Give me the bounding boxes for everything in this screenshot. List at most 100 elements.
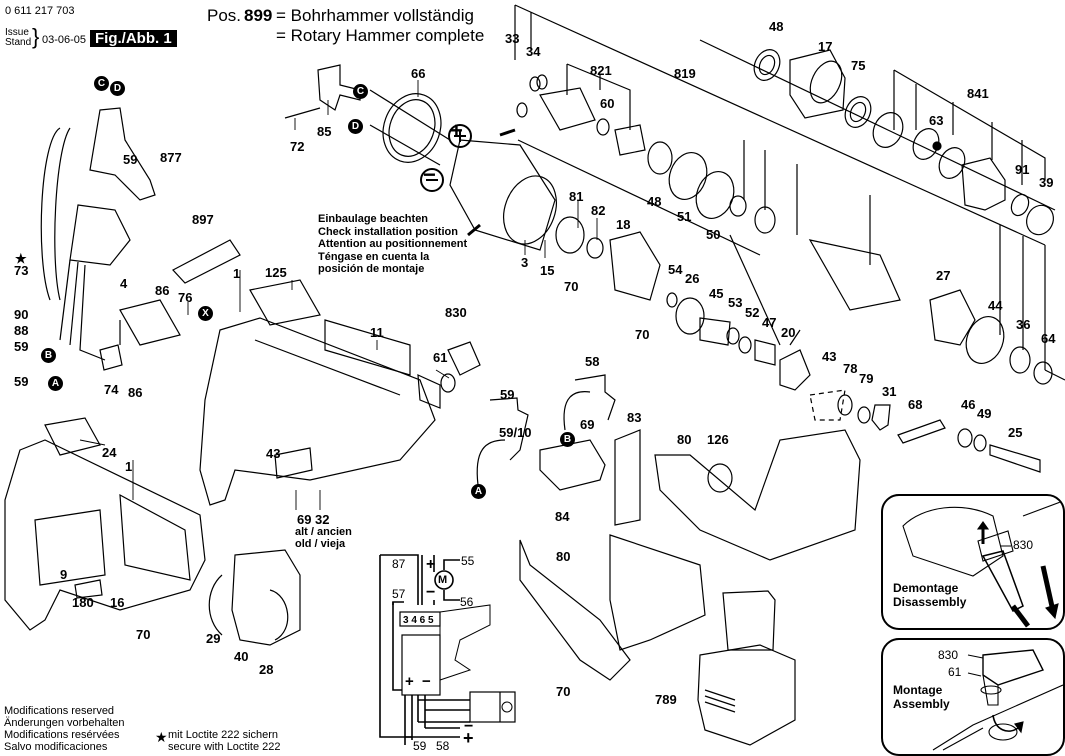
connector-a-marker: A <box>471 484 486 499</box>
callout-61[interactable]: 61 <box>433 350 448 365</box>
callout-126[interactable]: 126 <box>707 432 729 447</box>
callout-54[interactable]: 54 <box>668 262 683 277</box>
wire-56-label: 56 <box>460 595 474 609</box>
callout-80[interactable]: 80 <box>677 432 692 447</box>
callout-31[interactable]: 31 <box>882 384 897 399</box>
switch-plus-icon: + <box>405 673 414 690</box>
connector-x-marker: X <box>198 306 213 321</box>
callout-34[interactable]: 34 <box>526 44 541 59</box>
callout-86[interactable]: 86 <box>128 385 143 400</box>
callout-73[interactable]: 73 <box>14 263 29 278</box>
callout-85[interactable]: 85 <box>317 124 332 139</box>
callout-59[interactable]: 59 <box>500 387 515 402</box>
callout-66[interactable]: 66 <box>411 66 426 81</box>
callout-18[interactable]: 18 <box>616 217 631 232</box>
assembly-part-830: 830 <box>938 648 959 662</box>
callout-36[interactable]: 36 <box>1016 317 1031 332</box>
callout-819[interactable]: 819 <box>674 66 696 81</box>
callout-86[interactable]: 86 <box>155 283 170 298</box>
callout-84[interactable]: 84 <box>555 509 570 524</box>
callout-90[interactable]: 90 <box>14 307 29 322</box>
callout-1[interactable]: 1 <box>125 459 133 474</box>
callout-43[interactable]: 43 <box>266 446 281 461</box>
callout-50[interactable]: 50 <box>706 227 721 242</box>
old-part-note: old / vieja <box>295 538 346 550</box>
callout-45[interactable]: 45 <box>709 286 724 301</box>
callout-32[interactable]: 32 <box>315 512 330 527</box>
callout-70[interactable]: 70 <box>136 627 151 642</box>
callout-180[interactable]: 180 <box>72 595 94 610</box>
callout-29[interactable]: 29 <box>206 631 221 646</box>
callout-33[interactable]: 33 <box>505 31 520 46</box>
assembly-label-en: Assembly <box>893 697 950 711</box>
callout-68[interactable]: 68 <box>908 397 923 412</box>
callout-28[interactable]: 28 <box>259 662 274 677</box>
callout-821[interactable]: 821 <box>590 63 612 78</box>
callout-74[interactable]: 74 <box>104 382 119 397</box>
callout-24[interactable]: 24 <box>102 445 117 460</box>
callout-69[interactable]: 69 <box>297 512 312 527</box>
switch-minus-icon: − <box>422 673 431 690</box>
callout-78[interactable]: 78 <box>843 361 858 376</box>
callout-841[interactable]: 841 <box>967 86 989 101</box>
callout-59-10[interactable]: 59/10 <box>499 425 532 440</box>
callout-9[interactable]: 9 <box>60 567 68 582</box>
callout-47[interactable]: 47 <box>762 315 777 330</box>
gear-parts <box>555 216 1041 473</box>
callout-75[interactable]: 75 <box>851 58 866 73</box>
callout-59[interactable]: 59 <box>14 339 29 354</box>
callout-49[interactable]: 49 <box>977 406 992 421</box>
callout-20[interactable]: 20 <box>781 325 796 340</box>
footer-line: Salvo modificaciones <box>4 741 108 753</box>
callout-789[interactable]: 789 <box>655 692 677 707</box>
callout-70[interactable]: 70 <box>556 684 571 699</box>
callout-26[interactable]: 26 <box>685 271 700 286</box>
callout-69[interactable]: 69 <box>580 417 595 432</box>
callout-15[interactable]: 15 <box>540 263 555 278</box>
callout-48[interactable]: 48 <box>647 194 662 209</box>
callout-44[interactable]: 44 <box>988 298 1003 313</box>
callout-59[interactable]: 59 <box>14 374 29 389</box>
motor-plus-icon: + <box>426 556 436 573</box>
callout-43[interactable]: 43 <box>822 349 837 364</box>
callout-48[interactable]: 48 <box>769 19 784 34</box>
callout-46[interactable]: 46 <box>961 397 976 412</box>
callout-11[interactable]: 11 <box>370 325 384 340</box>
callout-79[interactable]: 79 <box>859 371 874 386</box>
callout-58[interactable]: 58 <box>585 354 600 369</box>
callout-125[interactable]: 125 <box>265 265 287 280</box>
callout-51[interactable]: 51 <box>677 209 692 224</box>
callout-4[interactable]: 4 <box>120 276 128 291</box>
assembly-label-de: Montage <box>893 683 943 697</box>
callout-17[interactable]: 17 <box>818 39 833 54</box>
callout-81[interactable]: 81 <box>569 189 584 204</box>
wire-59-label: 59 <box>413 739 427 753</box>
callout-82[interactable]: 82 <box>591 203 606 218</box>
callout-83[interactable]: 83 <box>627 410 642 425</box>
callout-76[interactable]: 76 <box>178 290 193 305</box>
callout-25[interactable]: 25 <box>1008 425 1023 440</box>
callout-70[interactable]: 70 <box>564 279 579 294</box>
callout-830[interactable]: 830 <box>445 305 467 320</box>
callout-53[interactable]: 53 <box>728 295 743 310</box>
connector-a-marker: A <box>48 376 63 391</box>
callout-59[interactable]: 59 <box>123 152 138 167</box>
callout-60[interactable]: 60 <box>600 96 615 111</box>
wire-55-label: 55 <box>461 554 475 568</box>
callout-64[interactable]: 64 <box>1041 331 1056 346</box>
callout-72[interactable]: 72 <box>290 139 305 154</box>
callout-27[interactable]: 27 <box>936 268 951 283</box>
callout-39[interactable]: 39 <box>1039 175 1054 190</box>
callout-80[interactable]: 80 <box>556 549 571 564</box>
callout-897[interactable]: 897 <box>192 212 214 227</box>
callout-91[interactable]: 91 <box>1015 162 1030 177</box>
callout-3[interactable]: 3 <box>521 255 529 270</box>
callout-70[interactable]: 70 <box>635 327 650 342</box>
callout-52[interactable]: 52 <box>745 305 760 320</box>
callout-88[interactable]: 88 <box>14 323 29 338</box>
callout-63[interactable]: 63 <box>929 113 944 128</box>
callout-1[interactable]: 1 <box>233 266 241 281</box>
callout-16[interactable]: 16 <box>110 595 125 610</box>
callout-40[interactable]: 40 <box>234 649 249 664</box>
callout-877[interactable]: 877 <box>160 150 182 165</box>
